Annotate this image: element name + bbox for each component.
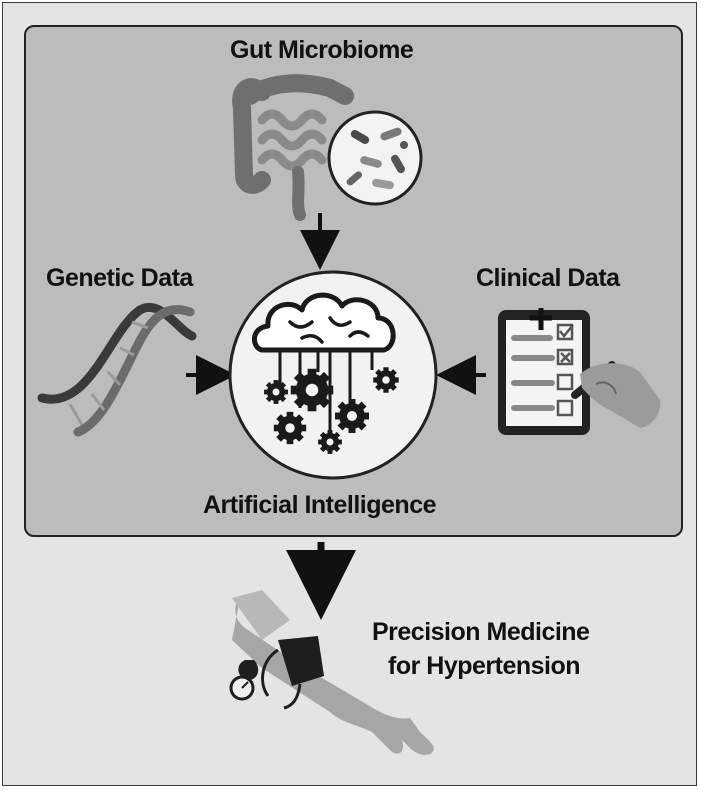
clinical-data-label: Clinical Data [476,264,620,292]
precision-medicine-label-line1: Precision Medicine [372,618,590,646]
bacteria-icon [327,110,423,206]
genetic-data-label: Genetic Data [46,264,193,292]
arm-icon [232,590,434,755]
artificial-intelligence-label: Artificial Intelligence [203,491,437,519]
gauge-icon [229,675,255,701]
gut-microbiome-label: Gut Microbiome [230,36,414,64]
clipboard-icon [498,308,590,435]
hand-pen-icon [571,361,661,428]
blood-pressure-cuff-icon [238,636,324,710]
intestine-icon [232,74,354,221]
precision-medicine-label-line2: for Hypertension [388,652,581,680]
dna-icon [37,303,197,437]
